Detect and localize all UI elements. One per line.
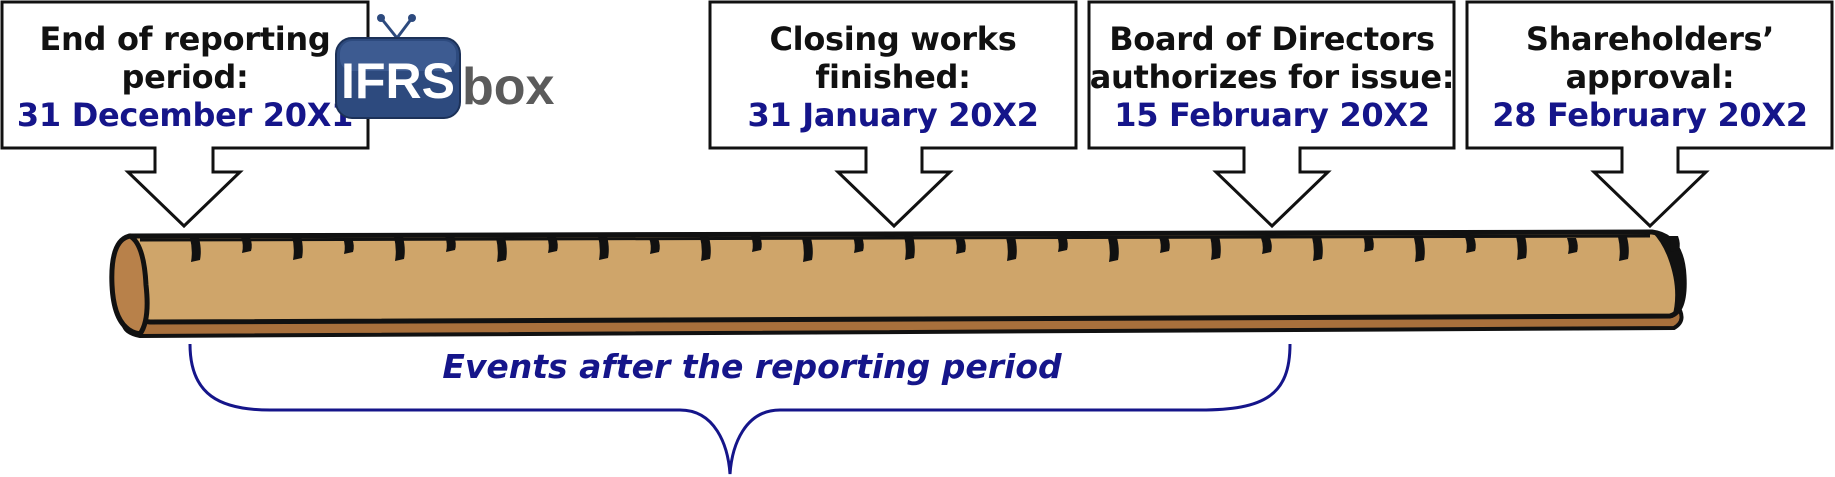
events-after-reporting-period-label: Events after the reporting period (442, 347, 1062, 386)
ruler-tick (700, 237, 711, 261)
callout-end-of-period: End of reporting period: 31 December 20X… (0, 0, 370, 229)
ruler-tick (955, 238, 966, 254)
callout-2-date: 31 January 20X2 (747, 96, 1038, 134)
ifrsbox-logo: IFRS box (335, 14, 555, 119)
callout-closing-works: Closing works finished: 31 January 20X2 (708, 0, 1078, 229)
ruler-tick (1108, 238, 1119, 262)
callout-3-line2: authorizes for issue: (1090, 58, 1455, 96)
ruler-tick (1516, 236, 1527, 260)
ruler-tick (343, 238, 354, 254)
timeline-ruler (109, 229, 1687, 339)
ruler-tick (802, 238, 813, 262)
ruler-tick (853, 237, 864, 253)
ruler-tick (751, 236, 762, 252)
ruler-tick (1210, 236, 1221, 260)
ruler-tick (394, 237, 405, 261)
ruler-tick (649, 238, 660, 254)
tv-antenna-icon (377, 14, 416, 39)
ruler-tick (1057, 236, 1068, 252)
events-bracket (188, 343, 1292, 475)
callout-2-line1: Closing works (769, 20, 1016, 58)
callout-1-line2: period: (122, 58, 249, 96)
callout-1-line1: End of reporting (39, 20, 330, 58)
ruler-tick (1363, 236, 1374, 252)
ruler-tick (1567, 238, 1578, 254)
callout-board-authorizes: Board of Directors authorizes for issue:… (1087, 0, 1456, 229)
ruler-tick (547, 237, 558, 253)
ruler-tick (1669, 236, 1680, 252)
callout-4-line1: Shareholders’ (1526, 20, 1774, 58)
callout-2-line2: finished: (815, 58, 970, 96)
ruler-tick (1414, 238, 1425, 262)
ruler-tick (1618, 237, 1629, 261)
ruler-tick (1312, 237, 1323, 261)
ruler-tick (904, 236, 915, 260)
ruler-tick (1159, 237, 1170, 253)
ruler-tick (1261, 238, 1272, 254)
ruler-tick (190, 238, 201, 262)
logo-sub-text: box (462, 58, 555, 116)
callout-4-date: 28 February 20X2 (1492, 96, 1807, 134)
ruler-tick (241, 237, 252, 253)
logo-main-text: IFRS (341, 53, 455, 109)
ruler-tick (496, 238, 507, 262)
ruler-ticks (190, 236, 1680, 262)
ruler-tick (445, 236, 456, 252)
ruler-tick (1006, 237, 1017, 261)
callout-3-date: 15 February 20X2 (1114, 96, 1429, 134)
ruler-tick (1465, 237, 1476, 253)
callout-4-line2: approval: (1566, 58, 1735, 96)
callout-shareholders-approval: Shareholders’ approval: 28 February 20X2 (1465, 0, 1834, 229)
callout-3-line1: Board of Directors (1109, 20, 1435, 58)
ruler-tick (292, 236, 303, 260)
callout-1-date: 31 December 20X1 (17, 96, 353, 134)
ruler-tick (598, 236, 609, 260)
